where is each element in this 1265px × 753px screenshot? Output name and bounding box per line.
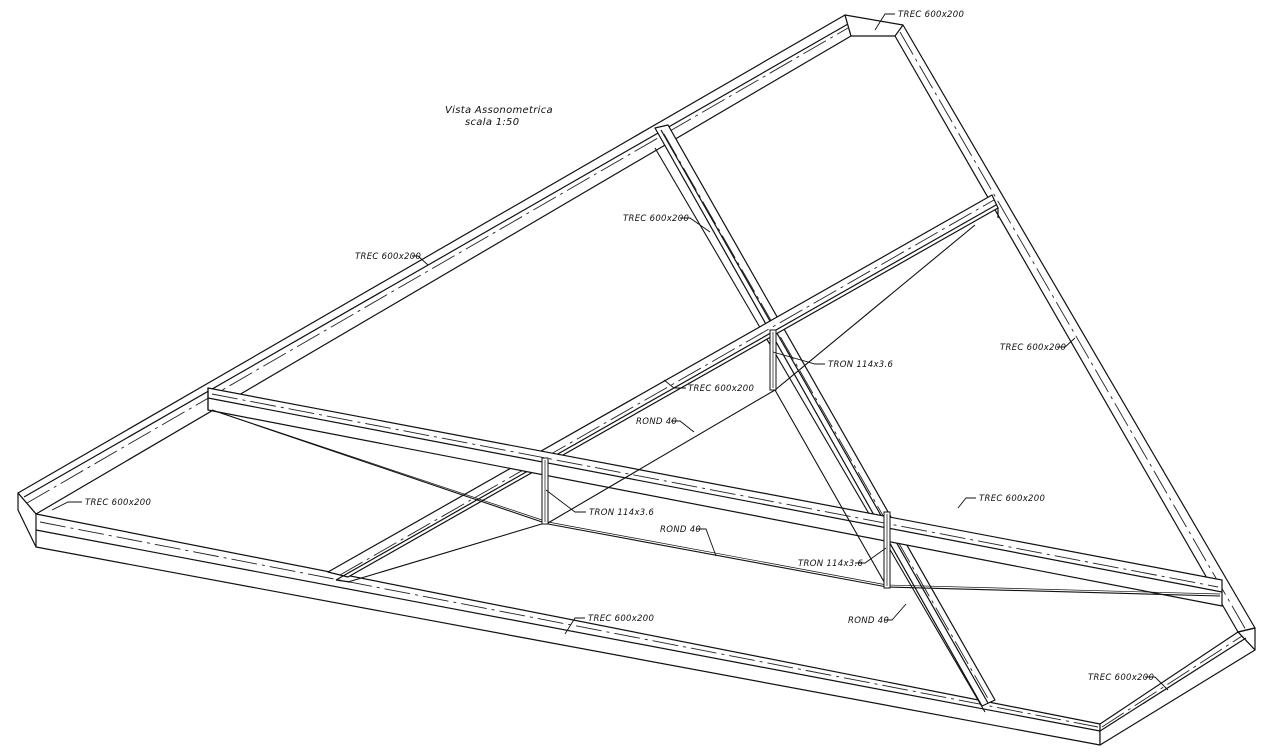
label-rond-middle: ROND 40 [660,525,717,557]
label-tron-upper: TRON 114x3.6 [772,351,894,370]
drawing-scale: scala 1:50 [465,117,519,128]
label-rond-upper: ROND 40 [636,417,695,433]
label-trec-right-edge: TREC 600x200 [1000,337,1076,353]
svg-text:TREC 600x200: TREC 600x200 [898,10,964,20]
svg-text:TRON 114x3.6: TRON 114x3.6 [589,508,655,518]
label-trec-bottom: TREC 600x200 [564,614,654,635]
svg-text:ROND 40: ROND 40 [636,417,677,427]
svg-text:ROND 40: ROND 40 [848,616,889,626]
svg-text:TREC 600x200: TREC 600x200 [1000,343,1066,353]
drawing-title: Vista Assonometrica [445,105,553,116]
svg-text:TREC 600x200: TREC 600x200 [588,614,654,624]
label-tron-left: TRON 114x3.6 [545,489,655,518]
beam-lower-right-edge [1099,631,1256,746]
label-tron-right: TRON 114x3.6 [798,547,887,569]
svg-text:TREC 600x200: TREC 600x200 [85,498,151,508]
label-trec-bottom-right: TREC 600x200 [1088,673,1169,691]
label-trec-cross: TREC 600x200 [957,494,1045,509]
beam-middle-longitudinal [327,194,999,583]
label-trec-top: TREC 600x200 [874,10,964,31]
label-trec-middle: TREC 600x200 [663,379,754,394]
svg-text:TREC 600x200: TREC 600x200 [979,494,1045,504]
label-trec-left-end: TREC 600x200 [51,498,151,511]
svg-text:ROND 40: ROND 40 [660,525,701,535]
tension-rods [211,224,1221,597]
svg-text:TREC 600x200: TREC 600x200 [1088,673,1154,683]
post-right [883,511,891,589]
svg-text:TREC 600x200: TREC 600x200 [355,252,421,262]
svg-text:TREC 600x200: TREC 600x200 [623,214,689,224]
svg-text:TREC 600x200: TREC 600x200 [688,384,754,394]
post-upper [769,329,777,391]
svg-text:TRON 114x3.6: TRON 114x3.6 [828,360,894,370]
beam-diagonal [654,124,996,713]
svg-text:TRON 114x3.6: TRON 114x3.6 [798,559,864,569]
label-trec-diagonal: TREC 600x200 [623,214,711,233]
label-rond-lower: ROND 40 [848,603,907,626]
label-trec-upper-left: TREC 600x200 [355,252,429,266]
beam-cross [207,387,1223,607]
